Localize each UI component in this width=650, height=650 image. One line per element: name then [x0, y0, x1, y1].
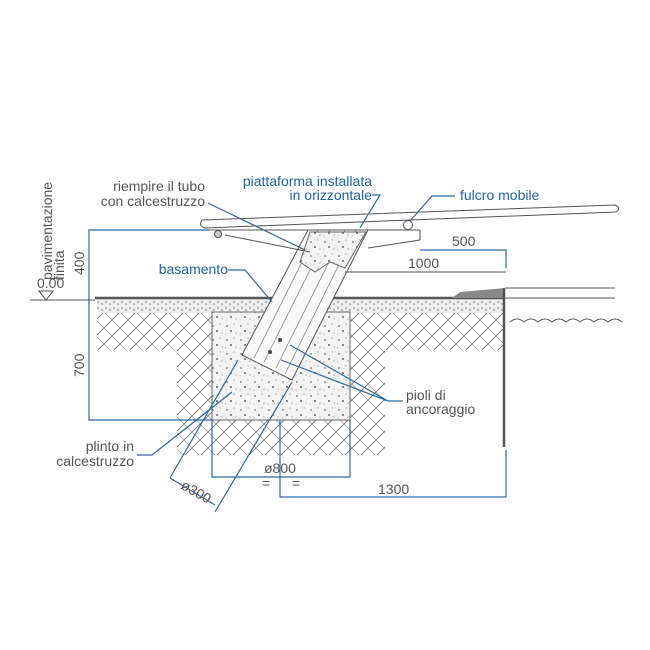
dim-700: 700 [71, 353, 87, 377]
equal-mark-right: = [292, 475, 300, 491]
finished-floor-label-2: finita [51, 250, 67, 280]
coping [452, 288, 505, 298]
dim-1300: 1300 [378, 481, 409, 497]
fill-tube-label-1: riempire il tubo [113, 178, 205, 194]
anchors-label-2: ancoraggio [406, 401, 475, 417]
dim-1000: 1000 [408, 255, 439, 271]
level-label: 0.00 [37, 275, 64, 291]
level-triangle-icon [37, 290, 55, 301]
platform-label-1: piattaforma installata [243, 173, 372, 189]
plinth-label-1: plinto in [86, 438, 134, 454]
water-surface [509, 318, 623, 323]
pivot-icon [403, 220, 413, 230]
dim-500: 500 [452, 233, 476, 249]
fill-tube-label-2: con calcestruzzo [101, 193, 205, 209]
tube-concrete-fill [299, 231, 367, 273]
plinth-label-2: calcestruzzo [56, 453, 134, 469]
base-label: basamento [159, 261, 228, 277]
dim-800: ø800 [264, 460, 296, 476]
pivot-label: fulcro mobile [460, 187, 540, 203]
diving-board [200, 204, 620, 229]
finished-floor-label-1: pavimentazione [39, 182, 55, 280]
dim-300: ø300 [179, 477, 215, 507]
anchors-label-1: pioli di [406, 387, 446, 403]
platform-label-2: in orizzontale [290, 187, 373, 203]
dim-400: 400 [71, 251, 87, 275]
rear-bolt-icon [214, 230, 222, 238]
equal-mark-left: = [262, 475, 270, 491]
